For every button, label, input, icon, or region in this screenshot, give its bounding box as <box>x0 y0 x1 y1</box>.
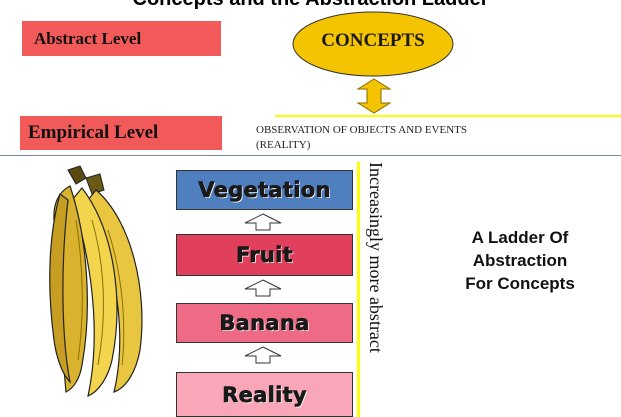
up-arrow-icon <box>244 346 282 364</box>
abstraction-axis-label: Increasingly more abstract <box>366 162 386 353</box>
empirical-level-label: Empirical Level <box>20 116 222 150</box>
ladder-title-line1: A Ladder Of <box>471 228 569 247</box>
abstract-level-label: Abstract Level <box>22 21 221 56</box>
rung-banana: Banana <box>176 303 353 343</box>
double-arrow-icon <box>356 78 392 114</box>
observation-text-line1: OBSERVATION OF OBJECTS AND EVENTS <box>256 124 467 136</box>
rung-vegetation: Vegetation <box>176 170 353 210</box>
observation-line <box>275 115 621 117</box>
ladder-title: A Ladder Of Abstraction For Concepts <box>435 226 605 295</box>
up-arrow-icon <box>244 279 282 297</box>
ladder-title-line2: Abstraction <box>472 251 568 270</box>
rung-fruit-label: Fruit <box>235 243 294 268</box>
rung-reality-label: Reality <box>222 382 307 407</box>
concepts-oval <box>292 11 454 77</box>
up-arrow-icon <box>244 213 282 231</box>
section-divider <box>0 155 621 156</box>
rung-banana-label: Banana <box>219 311 310 336</box>
rung-reality: Reality <box>176 372 353 417</box>
abstraction-axis-line <box>357 162 360 417</box>
slide-title: Concepts and the Abstraction Ladder <box>0 0 621 11</box>
rung-vegetation-label: Vegetation <box>198 178 331 203</box>
observation-text-line2: (REALITY) <box>256 139 311 151</box>
banana-bunch-illustration <box>49 165 143 397</box>
rung-fruit: Fruit <box>176 234 353 276</box>
ladder-title-line3: For Concepts <box>465 274 575 293</box>
concepts-label: CONCEPTS <box>321 30 425 51</box>
